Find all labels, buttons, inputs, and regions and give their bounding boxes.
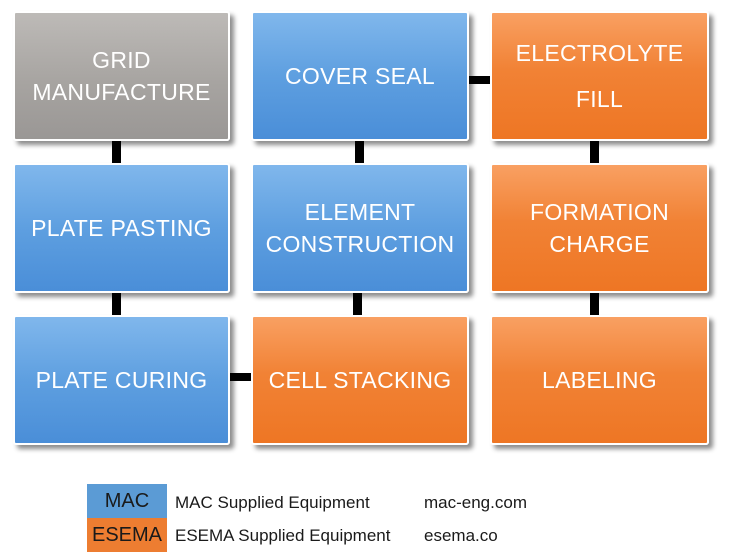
- connector-curing-stacking: [226, 373, 254, 381]
- plate-pasting-label: PLATE PASTING: [31, 215, 212, 241]
- legend-esema-site: esema.co: [424, 526, 498, 545]
- electrolyte-fill-label: ELECTROLYTE FILL: [515, 40, 684, 112]
- cover-seal-label: COVER SEAL: [285, 63, 435, 89]
- legend-mac-swatch-label: MAC: [104, 489, 150, 512]
- connector-electrolyte-formation: [590, 140, 599, 165]
- connector-cover-seal-element: [355, 140, 364, 165]
- cover-seal-box: COVER SEAL: [251, 11, 469, 141]
- legend-esema-swatch-label: ESEMA: [91, 523, 163, 546]
- connector-formation-labeling: [590, 292, 599, 318]
- legend-mac-site: mac-eng.com: [424, 493, 527, 512]
- labeling-label: LABELING: [542, 367, 657, 393]
- legend-esema-swatch: ESEMA: [87, 518, 167, 552]
- formation-charge-box: FORMATION CHARGE: [490, 163, 709, 293]
- connector-cover-seal-electrolyte: [468, 76, 492, 84]
- grid-manufacture-box: GRID MANUFACTURE: [13, 11, 230, 141]
- plate-curing-box: PLATE CURING: [13, 315, 230, 445]
- legend-mac-label: MAC Supplied Equipment: [175, 493, 370, 512]
- element-construction-box: ELEMENT CONSTRUCTION: [251, 163, 469, 293]
- cell-stacking-box: CELL STACKING: [251, 315, 469, 445]
- connector-pasting-curing: [112, 292, 121, 318]
- connector-grid-plate-pasting: [112, 140, 121, 165]
- connector-element-stacking: [353, 292, 362, 318]
- element-construction-label: ELEMENT CONSTRUCTION: [265, 199, 455, 257]
- labeling-box: LABELING: [490, 315, 709, 445]
- legend-esema-label: ESEMA Supplied Equipment: [175, 526, 391, 545]
- cell-stacking-label: CELL STACKING: [268, 367, 452, 393]
- formation-charge-label: FORMATION CHARGE: [530, 199, 669, 257]
- grid-manufacture-label: GRID MANUFACTURE: [32, 47, 211, 105]
- plate-curing-label: PLATE CURING: [35, 367, 208, 393]
- plate-pasting-box: PLATE PASTING: [13, 163, 230, 293]
- legend-mac-swatch: MAC: [87, 484, 167, 518]
- electrolyte-fill-box: ELECTROLYTE FILL: [490, 11, 709, 141]
